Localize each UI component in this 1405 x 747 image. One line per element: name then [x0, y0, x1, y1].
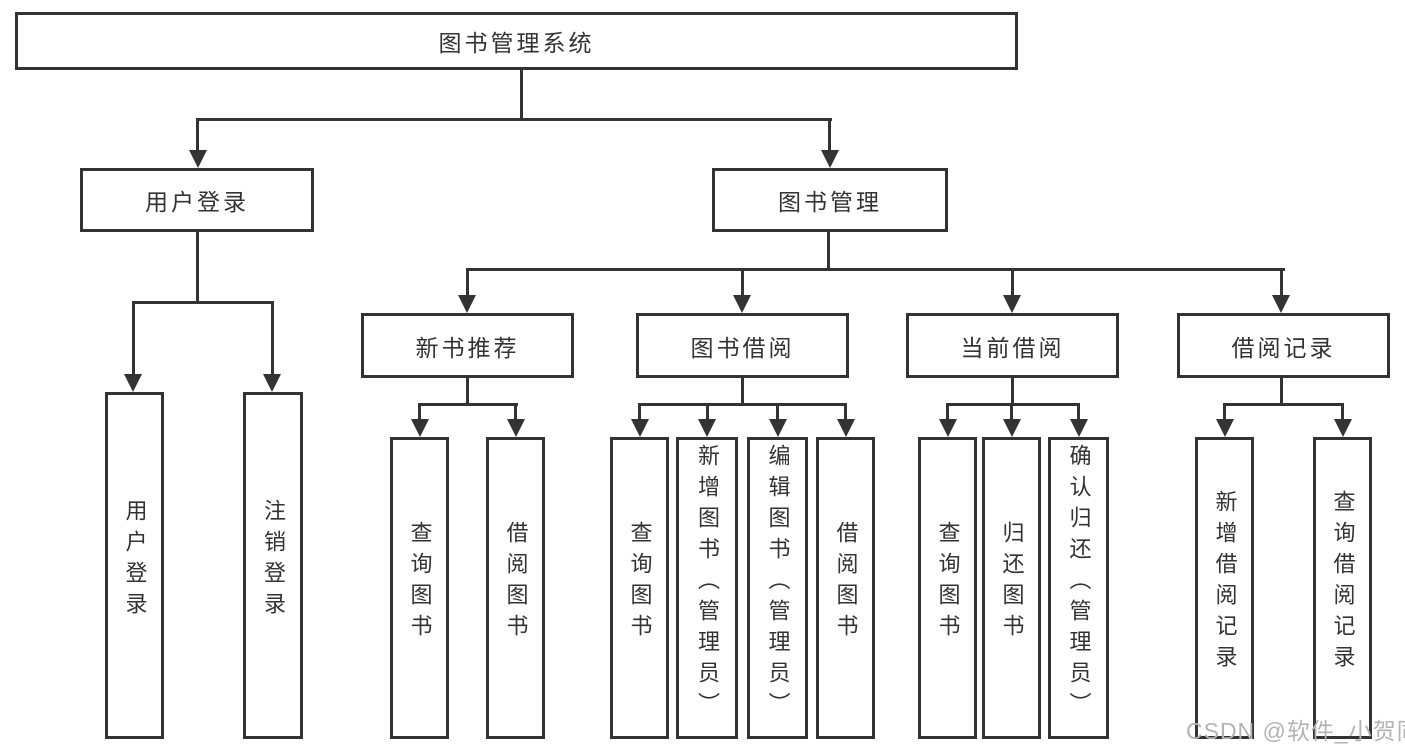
connector-line [514, 403, 517, 423]
leaf-query-borrow-record: 查询借阅记录 [1313, 437, 1372, 739]
connector-line [741, 268, 744, 297]
node-library-management-system: 图书管理系统 [15, 12, 1018, 70]
node-label: 图书管理系统 [438, 30, 595, 56]
arrowhead-down-icon [507, 419, 525, 437]
arrowhead-down-icon [1216, 419, 1234, 437]
connector-line [828, 118, 831, 152]
arrowhead-down-icon [769, 419, 787, 437]
arrowhead-down-icon [1003, 419, 1021, 437]
node-borrowing-records: 借阅记录 [1177, 313, 1390, 378]
leaf-query-books-recommend: 查询图书 [390, 437, 449, 739]
connector-line [196, 118, 832, 121]
arrowhead-down-icon [1070, 419, 1088, 437]
node-label: 新增借阅记录 [1212, 490, 1238, 676]
node-label: 图书管理 [778, 189, 882, 215]
connector-line [196, 118, 199, 152]
node-current-borrowing: 当前借阅 [906, 313, 1119, 378]
node-label: 编辑图书（管理员） [765, 443, 791, 723]
connector-line [1223, 403, 1344, 406]
leaf-borrow-books-borrowing: 借阅图书 [816, 437, 875, 739]
connector-line [271, 301, 274, 376]
arrowhead-down-icon [939, 419, 957, 437]
node-label: 注销登录 [261, 498, 286, 623]
connector-line [418, 403, 421, 423]
connector-line [638, 403, 847, 406]
connector-line [827, 231, 830, 271]
arrowhead-down-icon [263, 374, 281, 392]
arrowhead-down-icon [189, 150, 207, 168]
connector-line [520, 69, 523, 121]
node-label: 查询图书 [935, 521, 961, 645]
node-label: 用户登录 [145, 189, 249, 215]
connector-line [466, 377, 469, 406]
leaf-add-borrow-record: 新增借阅记录 [1195, 437, 1254, 739]
node-label: 查询图书 [407, 521, 433, 645]
connector-line [1011, 268, 1014, 297]
node-user-login: 用户登录 [80, 168, 314, 232]
node-label: 查询借阅记录 [1330, 490, 1356, 676]
arrowhead-down-icon [821, 150, 839, 168]
leaf-query-books-borrowing: 查询图书 [610, 437, 669, 739]
node-label: 图书借阅 [690, 334, 795, 361]
arrowhead-down-icon [698, 419, 716, 437]
connector-line [1280, 377, 1283, 406]
arrowhead-down-icon [1334, 419, 1352, 437]
node-label: 归还图书 [999, 521, 1025, 645]
node-label: 当前借阅 [960, 334, 1065, 361]
connector-line [776, 403, 779, 423]
connector-line [132, 301, 274, 304]
connector-line [844, 403, 847, 423]
connector-line [741, 377, 744, 406]
node-label: 用户登录 [122, 498, 148, 623]
connector-line [1011, 377, 1014, 406]
connector-line [946, 403, 949, 423]
arrowhead-down-icon [837, 419, 855, 437]
connector-line [946, 403, 1080, 406]
connector-line [1341, 403, 1344, 423]
leaf-borrow-books-recommend: 借阅图书 [486, 437, 545, 739]
arrowhead-down-icon [733, 295, 751, 313]
node-book-management: 图书管理 [712, 168, 948, 232]
connector-line [466, 268, 1285, 271]
node-book-borrowing: 图书借阅 [636, 313, 849, 378]
connector-line [132, 301, 135, 376]
connector-line [638, 403, 641, 423]
node-label: 借阅图书 [503, 521, 529, 645]
node-new-book-recommendation: 新书推荐 [361, 313, 574, 378]
leaf-edit-book-admin: 编辑图书（管理员） [747, 437, 808, 739]
connector-line [1077, 403, 1080, 423]
node-label: 确认归还（管理员） [1066, 443, 1092, 723]
arrowhead-down-icon [124, 374, 142, 392]
leaf-add-book-admin: 新增图书（管理员） [676, 437, 738, 739]
node-label: 查询图书 [627, 521, 653, 645]
leaf-user-login: 用户登录 [105, 392, 164, 739]
arrowhead-down-icon [1272, 295, 1290, 313]
arrowhead-down-icon [1003, 295, 1021, 313]
connector-line [1223, 403, 1226, 423]
leaf-query-books-current: 查询图书 [918, 437, 977, 739]
connector-line [418, 403, 518, 406]
connector-line [1280, 268, 1283, 297]
csdn-watermark: CSDN @软件_小贺同学 [1186, 718, 1405, 744]
node-label: 借阅图书 [833, 521, 859, 645]
leaf-return-book: 归还图书 [982, 437, 1041, 739]
node-label: 新增图书（管理员） [695, 443, 720, 723]
connector-line [466, 268, 469, 297]
connector-line [706, 403, 709, 423]
connector-line [1010, 403, 1013, 423]
connector-line [196, 231, 199, 304]
arrowhead-down-icon [631, 419, 649, 437]
arrowhead-down-icon [411, 419, 429, 437]
leaf-confirm-return-admin: 确认归还（管理员） [1048, 437, 1109, 739]
arrowhead-down-icon [458, 295, 476, 313]
node-label: 新书推荐 [415, 334, 520, 361]
node-label: 借阅记录 [1231, 334, 1336, 361]
leaf-logout: 注销登录 [243, 392, 303, 739]
